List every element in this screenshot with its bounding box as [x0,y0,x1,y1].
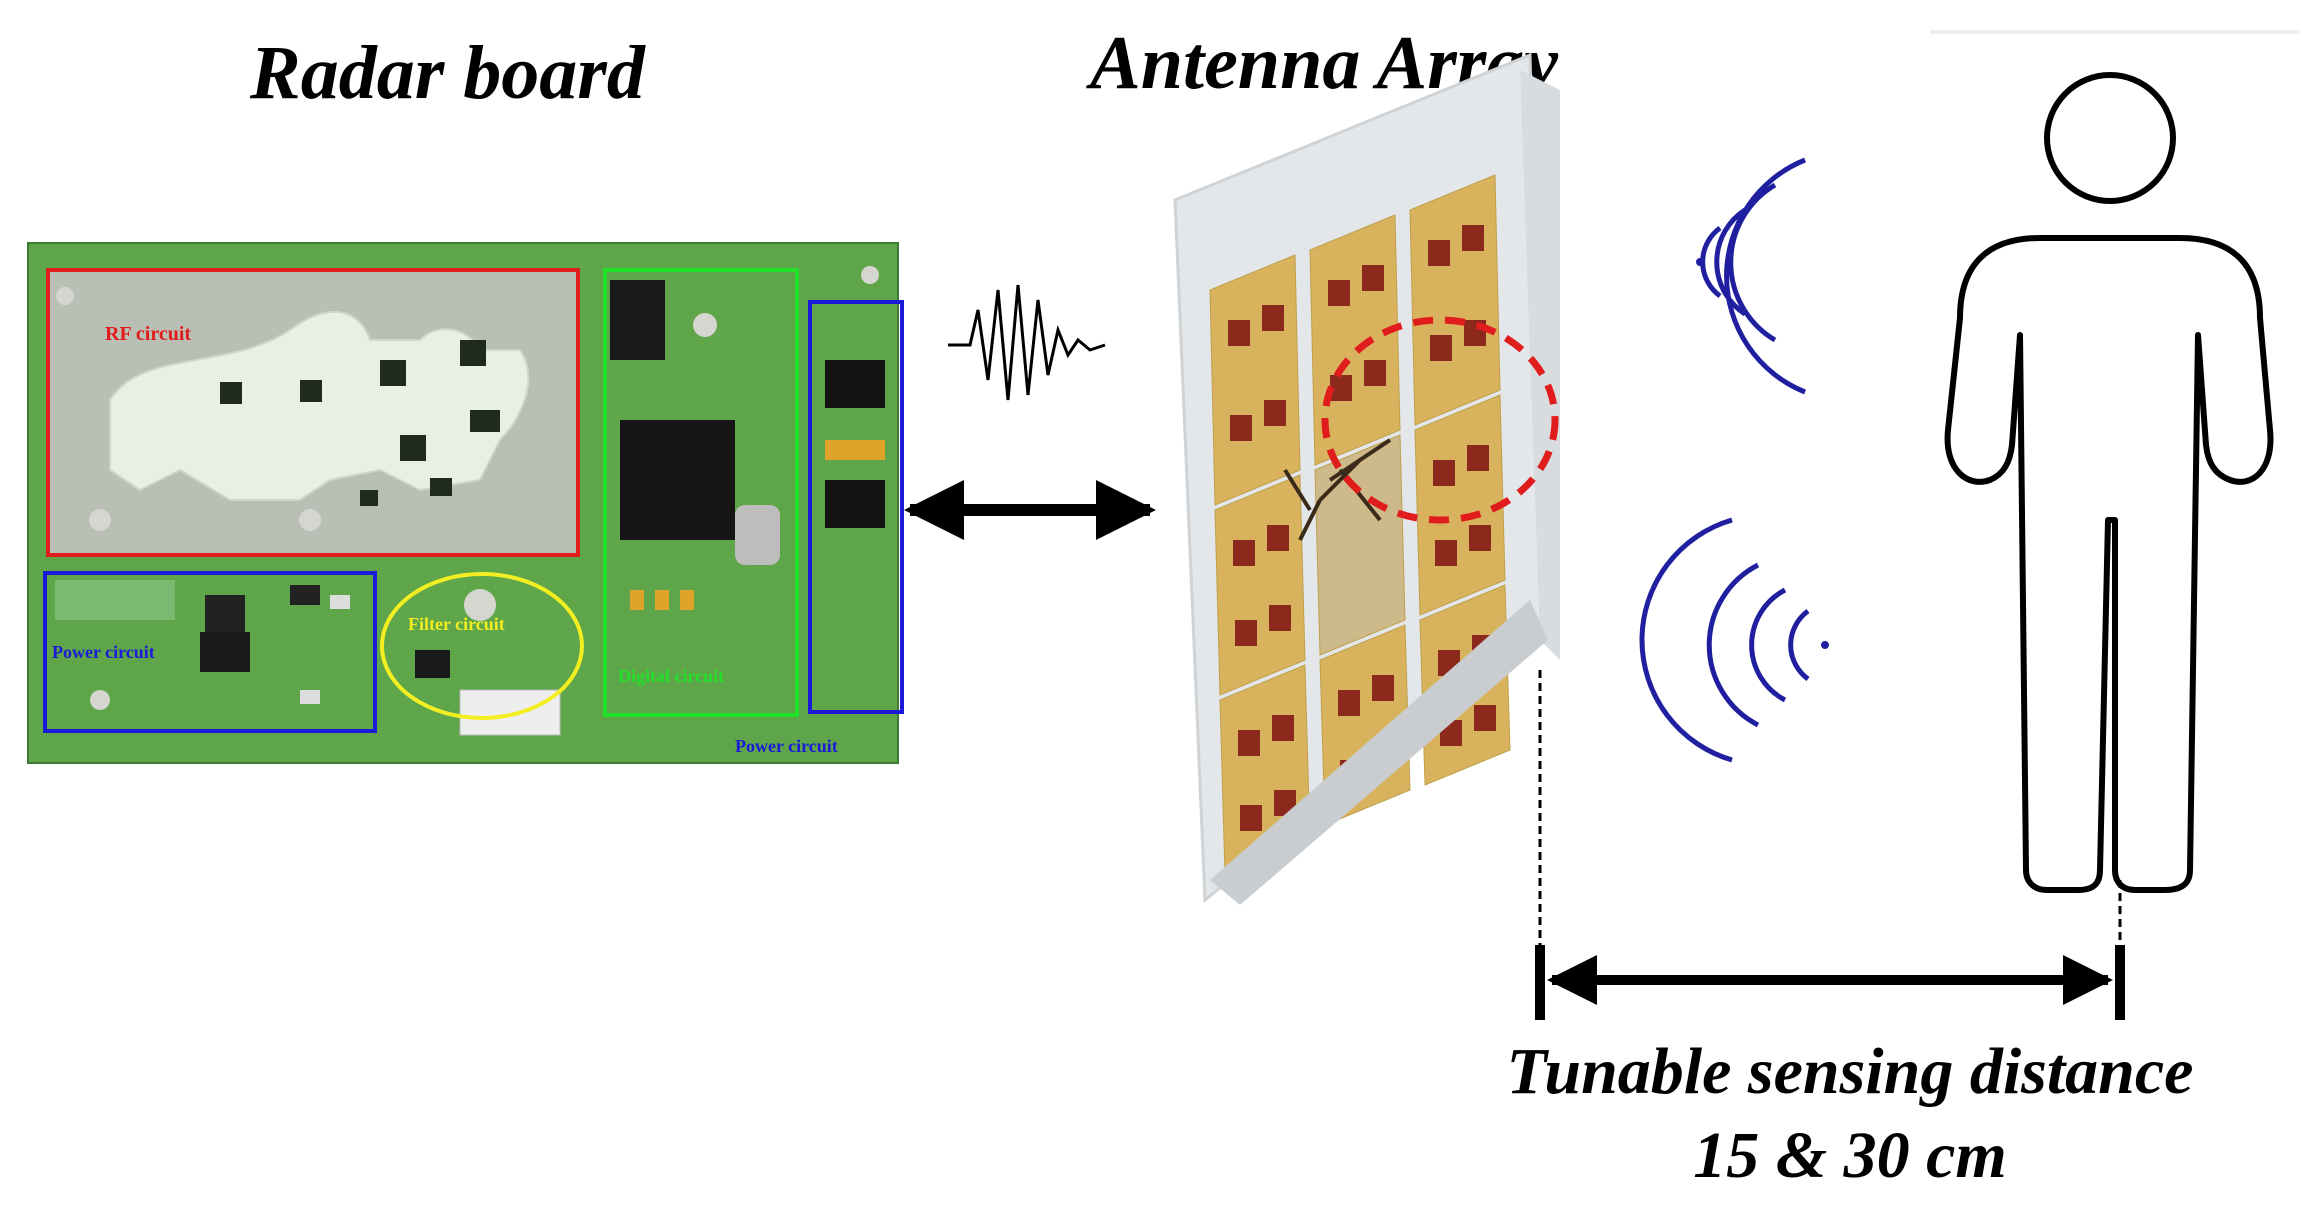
antenna-array-photo [1173,52,1560,905]
rf-circuit-label: RF circuit [105,323,191,345]
radiating-patches [1228,225,1496,831]
digital-circuit-box [603,268,799,717]
digital-components [610,280,780,610]
filter-circuit-label: Filter circuit [408,614,505,634]
signal-waveform-icon [948,284,1106,401]
power-circuit-left-label: Power circuit [52,642,155,662]
digital-circuit-label: Digital circuit [618,666,724,686]
radar-board-title: Radar board [250,31,645,115]
reflected-wave-icon [1639,517,1829,763]
sensing-distance-caption: Tunable sensing distance [1506,1035,2194,1108]
rf-circuit-box [46,268,580,557]
power-circuit-box-left [43,571,377,733]
mount-holes [56,266,879,710]
feed-cables [1283,438,1392,541]
filter-components [415,589,561,736]
focus-circle [1321,316,1559,524]
rf-chips [220,340,500,506]
power-circuit-box-right [808,300,904,714]
filter-circuit-ellipse [380,572,584,720]
sensing-distance-values: 15 & 30 cm [1693,1119,2007,1192]
power-circuit-right-label: Power circuit [735,736,838,756]
power-left-components [55,580,350,704]
outgoing-wave-icon [1696,157,1806,395]
power-right-components [825,360,885,528]
sensing-distance-label: Tunable sensing distance 15 & 30 cm [1400,1030,2300,1198]
human-figure-icon [1930,30,2300,893]
radar-board-photo: RF circuit Power circuit Filter circuit … [27,242,904,764]
